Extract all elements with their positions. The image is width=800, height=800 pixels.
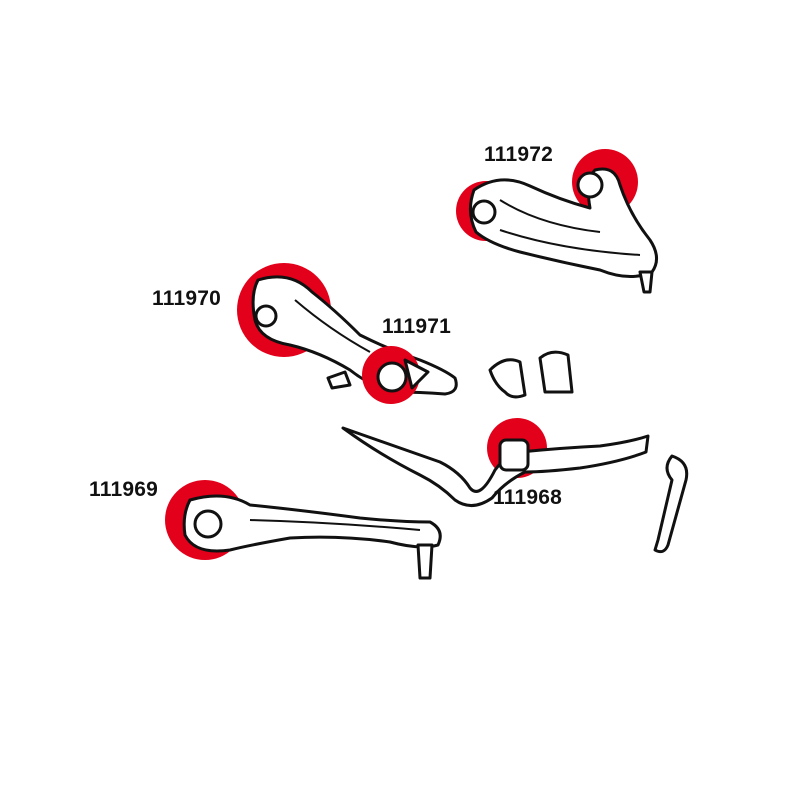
lower-control-arm-111969 bbox=[165, 480, 442, 580]
strut-bushing-111971 bbox=[362, 346, 430, 404]
part-number-label: 111972 bbox=[484, 143, 553, 166]
upper-control-arm-111972 bbox=[456, 149, 658, 294]
sway-bar-bushing-brackets bbox=[488, 350, 574, 399]
sway-bar-111968 bbox=[341, 418, 689, 554]
part-number-label: 111971 bbox=[382, 315, 451, 338]
part-number-label: 111970 bbox=[152, 287, 221, 310]
part-number-label: 111968 bbox=[493, 486, 562, 509]
part-number-label: 111969 bbox=[89, 478, 158, 501]
